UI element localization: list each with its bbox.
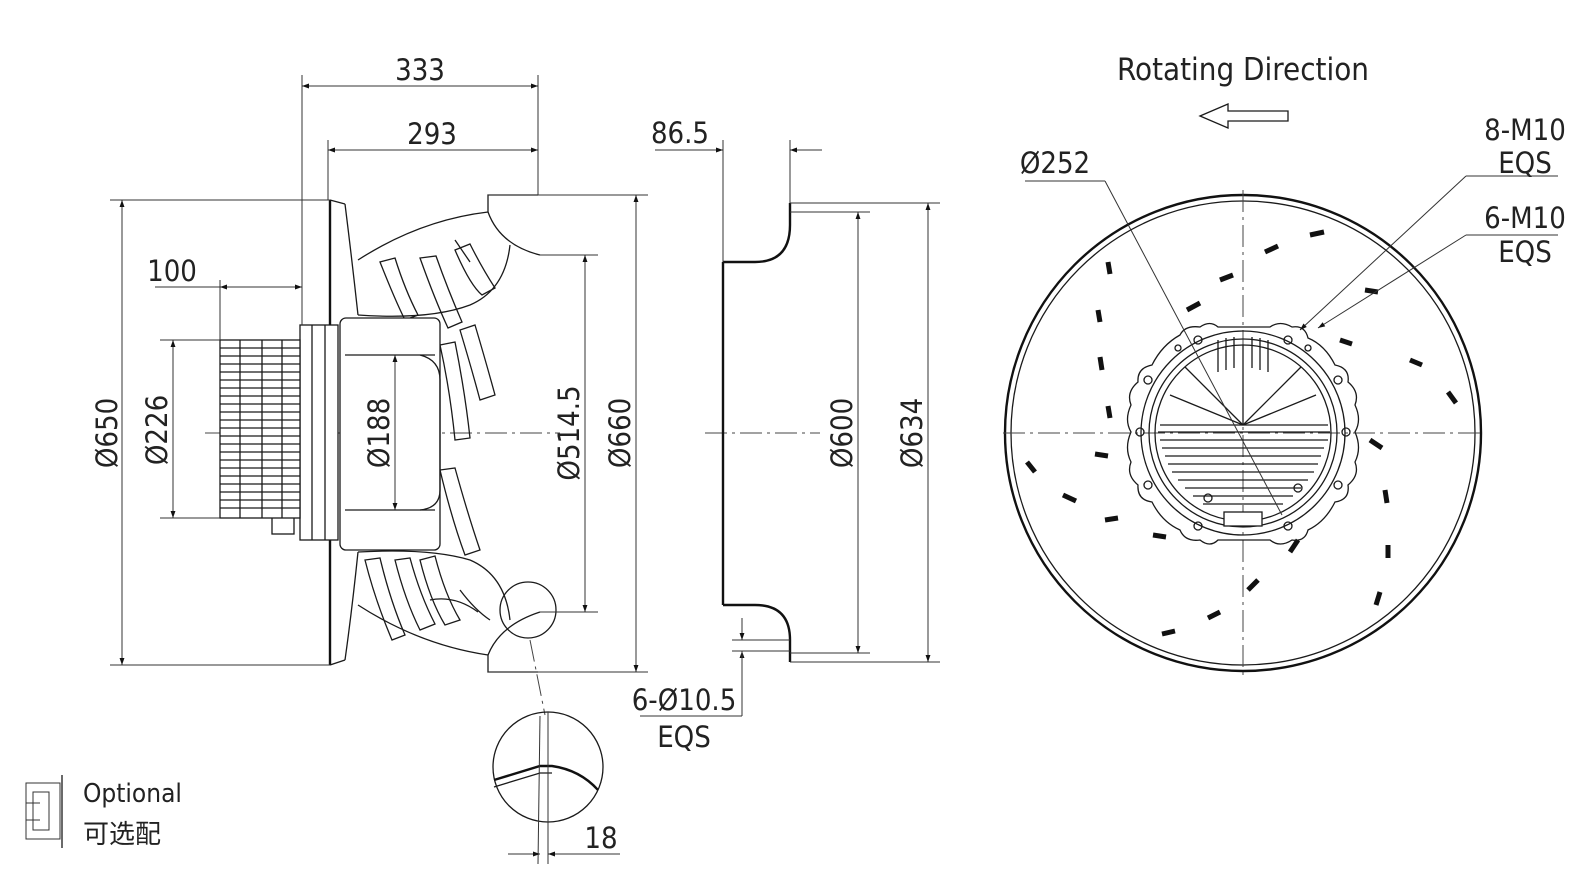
blades-top [379, 239, 496, 441]
detail-profile [493, 764, 599, 791]
legend-optional-en: Optional [83, 779, 182, 809]
dim-8-m10-line2: EQS [1498, 146, 1552, 180]
motor-fins [220, 340, 300, 518]
motor-flange-outline [1126, 322, 1360, 545]
blades-bottom [364, 467, 491, 641]
side-view: 333 293 100 Ø650 Ø226 Ø188 Ø514.5 Ø660 [90, 53, 648, 716]
front-view: Rotating Direction [1003, 52, 1566, 675]
rotation-arrow-icon [1198, 103, 1289, 129]
dim-660: Ø660 [603, 398, 637, 468]
dim-6-m10-line1: 6-M10 [1484, 201, 1566, 235]
dim-holes-ring-1: 6-Ø10.5 [632, 683, 737, 717]
bolt-holes [1135, 335, 1351, 531]
motor-internal [1158, 337, 1330, 527]
dim-226: Ø226 [140, 395, 174, 465]
dim-514: Ø514.5 [552, 385, 586, 480]
dim-holes-ring-2: EQS [657, 720, 711, 754]
legend: Optional 可选配 [25, 775, 182, 850]
inlet-ring-view: 86.5 Ø600 Ø634 6-Ø10.5 EQS [632, 116, 940, 754]
ring-top-curve [723, 203, 792, 264]
dim-100: 100 [147, 254, 197, 288]
dim-634: Ø634 [895, 398, 929, 468]
dim-86: 86.5 [651, 116, 709, 150]
motor-body [219, 339, 301, 519]
impeller-shroud-top [357, 194, 538, 261]
detail-circle-small [499, 581, 557, 639]
impeller-shroud-bottom [357, 604, 538, 673]
mounting-flange [299, 324, 339, 541]
dim-252: Ø252 [1020, 146, 1090, 180]
dim-18: 18 [584, 821, 617, 855]
dim-600: Ø600 [825, 398, 859, 468]
dim-333: 333 [395, 53, 445, 87]
motor-ring-outer [1140, 330, 1346, 536]
ring-bottom-curve [723, 603, 792, 662]
rotating-direction-title: Rotating Direction [1117, 52, 1369, 88]
dim-8-m10-line1: 8-M10 [1484, 113, 1566, 147]
dim-293: 293 [407, 117, 457, 151]
dim-6-m10-line2: EQS [1498, 235, 1552, 269]
blade-traces [1025, 229, 1459, 637]
dim-650: Ø650 [90, 398, 124, 468]
legend-optional-cn: 可选配 [83, 820, 161, 850]
detail-view: 18 [492, 711, 620, 865]
optional-symbol-icon [25, 775, 63, 848]
dim-188: Ø188 [362, 398, 396, 468]
